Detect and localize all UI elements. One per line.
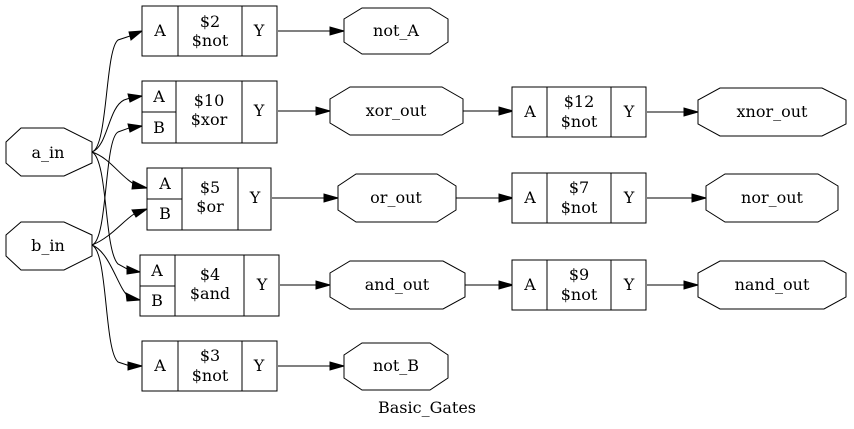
cell-type: $or <box>196 197 224 216</box>
output-port-or-out: or_out <box>337 173 457 223</box>
arrowhead-c9-a <box>498 280 515 290</box>
arrowhead-c3-a <box>127 361 144 371</box>
wire-b-to-c4 <box>91 244 129 297</box>
output-port-not-b: not_B <box>343 342 449 391</box>
arrowhead-nor-out <box>691 193 708 203</box>
cell-port-y: Y <box>253 101 265 120</box>
output-label-xor-out: xor_out <box>366 101 427 120</box>
output-port-nor-out: nor_out <box>705 173 839 223</box>
cell-not-2: A $2 $not Y <box>141 5 278 57</box>
cell-port-b: B <box>153 118 165 137</box>
cell-type: $and <box>190 284 230 303</box>
cell-port-a: A <box>150 261 163 280</box>
cell-not-3: A $3 $not Y <box>141 340 278 392</box>
cell-type: $xor <box>191 110 228 129</box>
arrowhead-not-a <box>329 26 346 36</box>
arrowhead-c5-b <box>131 208 149 218</box>
arrowhead-not-b <box>329 361 346 371</box>
cell-or-5: A B $5 $or Y <box>146 167 272 231</box>
cell-port-a: A <box>523 102 536 121</box>
output-label-or-out: or_out <box>370 188 422 207</box>
wire-a-to-c4 <box>91 151 130 271</box>
input-label-a-in: a_in <box>32 143 65 162</box>
cell-type: $not <box>561 285 598 304</box>
wire-b-to-c5 <box>91 213 135 246</box>
output-port-xnor-out: xnor_out <box>697 87 847 137</box>
output-port-nand-out: nand_out <box>697 260 847 310</box>
cell-port-a: A <box>523 188 536 207</box>
arrowhead-c2-a <box>128 30 144 41</box>
cell-not-7: A $7 $not Y <box>511 172 647 224</box>
output-label-and-out: and_out <box>365 275 430 294</box>
cell-name: $2 <box>200 12 220 31</box>
wire-a-to-c2 <box>91 35 131 153</box>
arrowhead-or-out <box>323 193 340 203</box>
arrowhead-c12-a <box>498 106 515 116</box>
cell-port-y: Y <box>249 188 261 207</box>
cell-name: $12 <box>564 92 595 111</box>
cell-name: $4 <box>200 265 220 284</box>
arrowhead-c4-b <box>125 292 142 302</box>
cell-port-y: Y <box>623 102 635 121</box>
arrowhead-c5-a <box>131 180 149 190</box>
cell-port-a: A <box>153 356 166 375</box>
cell-name: $9 <box>569 265 589 284</box>
output-port-and-out: and_out <box>329 260 466 310</box>
input-label-b-in: b_in <box>31 236 65 255</box>
output-label-xnor-out: xnor_out <box>737 102 809 121</box>
wire-b-to-c10 <box>91 127 130 246</box>
cell-port-a: A <box>158 174 171 193</box>
diagram-title: Basic_Gates <box>378 398 476 417</box>
wires <box>91 30 692 367</box>
cell-port-y: Y <box>253 21 265 40</box>
cell-not-12: A $12 $not Y <box>511 86 647 138</box>
cell-port-b: B <box>159 204 171 223</box>
arrowheads <box>125 26 708 371</box>
cell-port-b: B <box>151 291 163 310</box>
wire-a-to-c5 <box>91 151 135 185</box>
cell-type: $not <box>561 198 598 217</box>
cell-and-4: A B $4 $and Y <box>139 254 280 317</box>
cell-port-y: Y <box>253 356 265 375</box>
input-port-b-in: b_in <box>5 221 93 271</box>
cell-not-9: A $9 $not Y <box>511 259 647 311</box>
wire-a-to-c10 <box>91 97 131 153</box>
cell-port-a: A <box>152 87 165 106</box>
output-port-xor-out: xor_out <box>329 86 464 136</box>
output-label-nor-out: nor_out <box>741 188 804 207</box>
cell-port-a: A <box>523 275 536 294</box>
arrowhead-xnor-out <box>683 107 700 117</box>
arrowhead-c4-a <box>126 265 142 275</box>
arrowhead-and-out <box>315 280 332 290</box>
cell-port-y: Y <box>623 188 635 207</box>
cell-type: $not <box>192 31 229 50</box>
output-label-not-b: not_B <box>373 356 419 375</box>
output-port-not-a: not_A <box>343 7 449 55</box>
arrowhead-c7-a <box>498 193 515 203</box>
output-label-not-a: not_A <box>373 21 419 40</box>
cell-port-y: Y <box>623 275 635 294</box>
cell-xor-10: A B $10 $xor Y <box>141 80 278 144</box>
cell-port-a: A <box>153 21 166 40</box>
cell-port-y: Y <box>256 275 268 294</box>
cell-type: $not <box>192 366 229 385</box>
input-port-a-in: a_in <box>5 127 93 177</box>
cell-type: $not <box>561 112 598 131</box>
cell-name: $7 <box>569 178 589 197</box>
arrowhead-c10-b <box>127 123 144 133</box>
wire-b-to-c3 <box>91 244 131 367</box>
cell-name: $5 <box>200 178 220 197</box>
cell-name: $3 <box>200 346 220 365</box>
cell-name: $10 <box>194 91 225 110</box>
arrowhead-c10-a <box>127 93 144 103</box>
output-label-nand-out: nand_out <box>735 275 810 294</box>
arrowhead-xor-out <box>315 106 332 116</box>
arrowhead-nand-out <box>683 280 700 290</box>
